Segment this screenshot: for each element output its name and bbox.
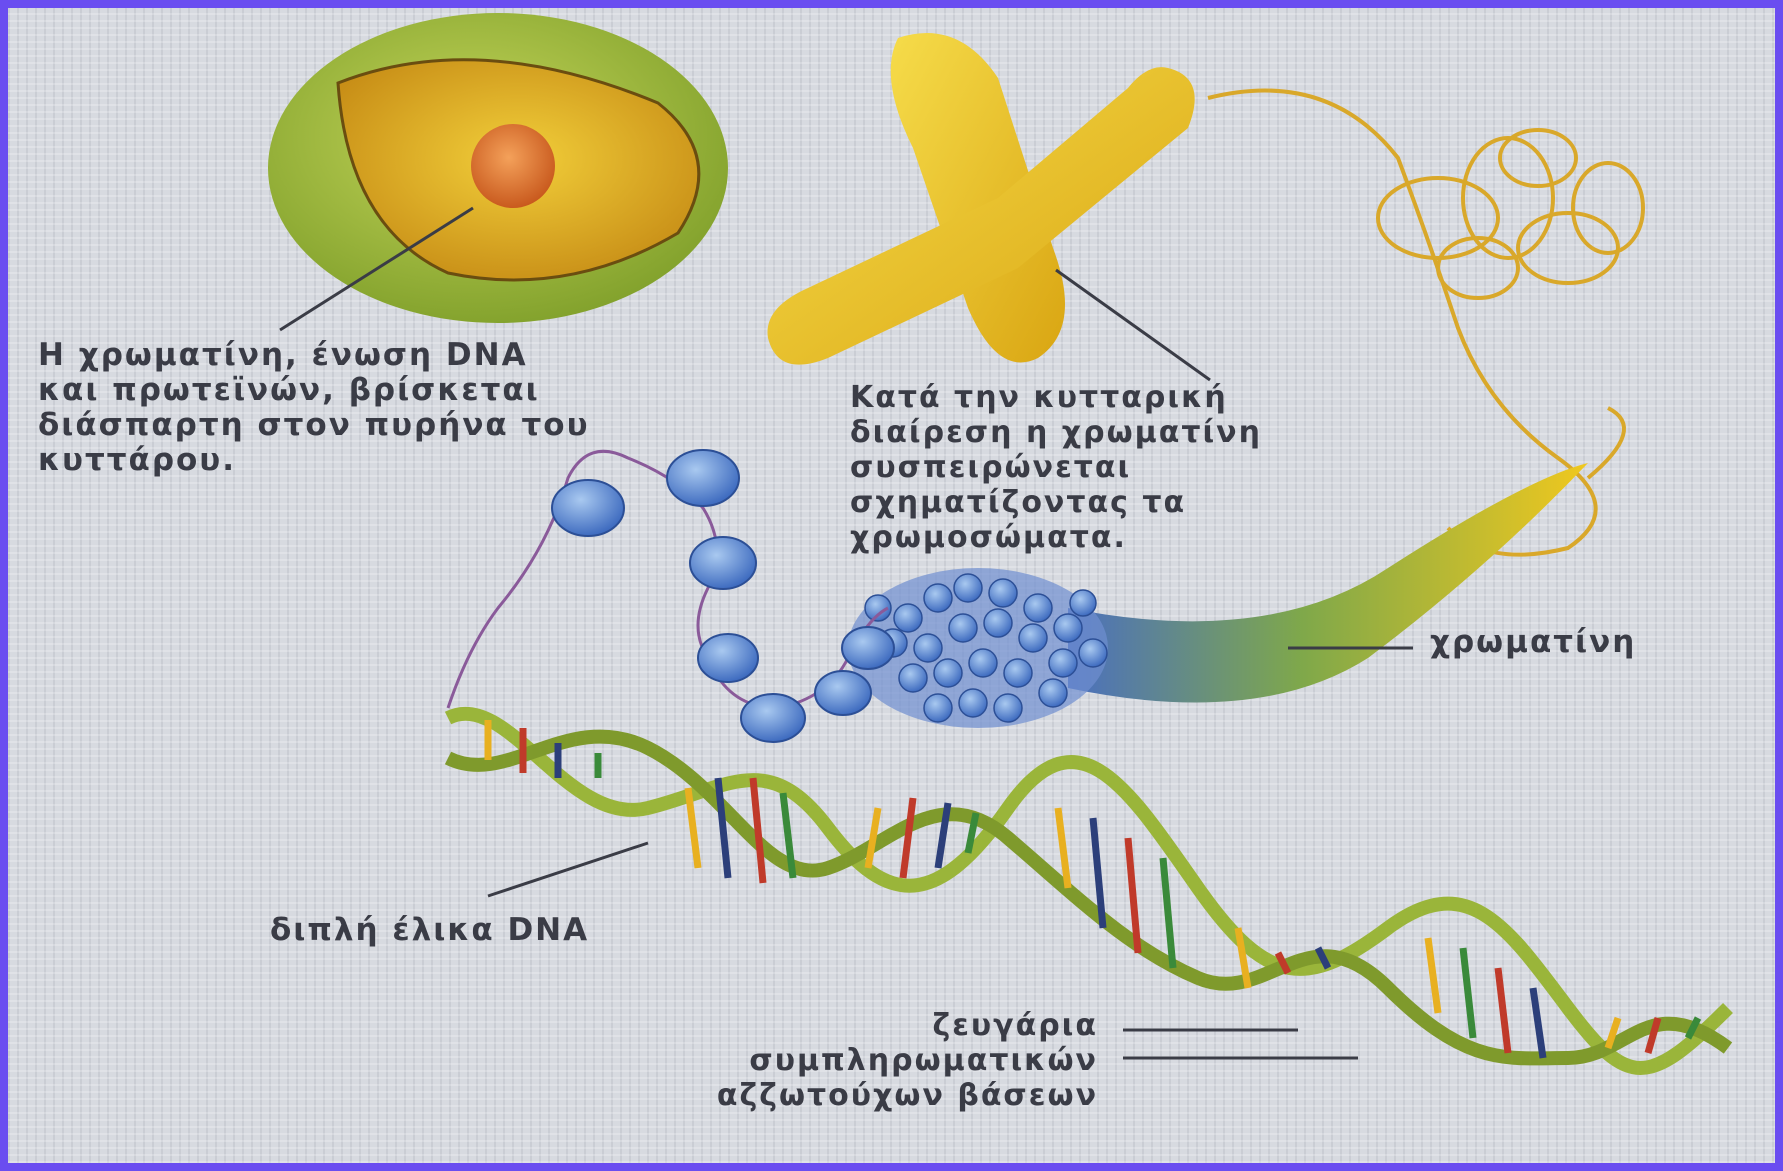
label-chromatin: χρωματίνη [1430,625,1636,660]
cell-illustration [268,13,728,323]
diagram-artwork [8,8,1775,1163]
label-double-helix: διπλή έλικα DNA [270,913,589,948]
nucleosome-string [448,451,888,708]
label-chromatin-nucleus: Η χρωματίνη, ένωση DNA και πρωτεϊνών, βρ… [38,338,590,478]
cell-nucleus [471,124,555,208]
dna-leader-line [488,843,648,896]
nucleosomes [552,450,894,742]
chromatin-thread [1208,91,1643,555]
diagram-frame: Η χρωματίνη, ένωση DNA και πρωτεϊνών, βρ… [8,8,1775,1163]
label-base-pairs: ζευγάρια συμπληρωματικών αζζωτούχων βάσε… [528,1008,1098,1113]
chromosome-x [768,33,1195,365]
chromosome-leader-line [1056,270,1210,380]
label-chromosome-formation: Κατά την κυτταρική διαίρεση η χρωματίνη … [850,380,1262,555]
